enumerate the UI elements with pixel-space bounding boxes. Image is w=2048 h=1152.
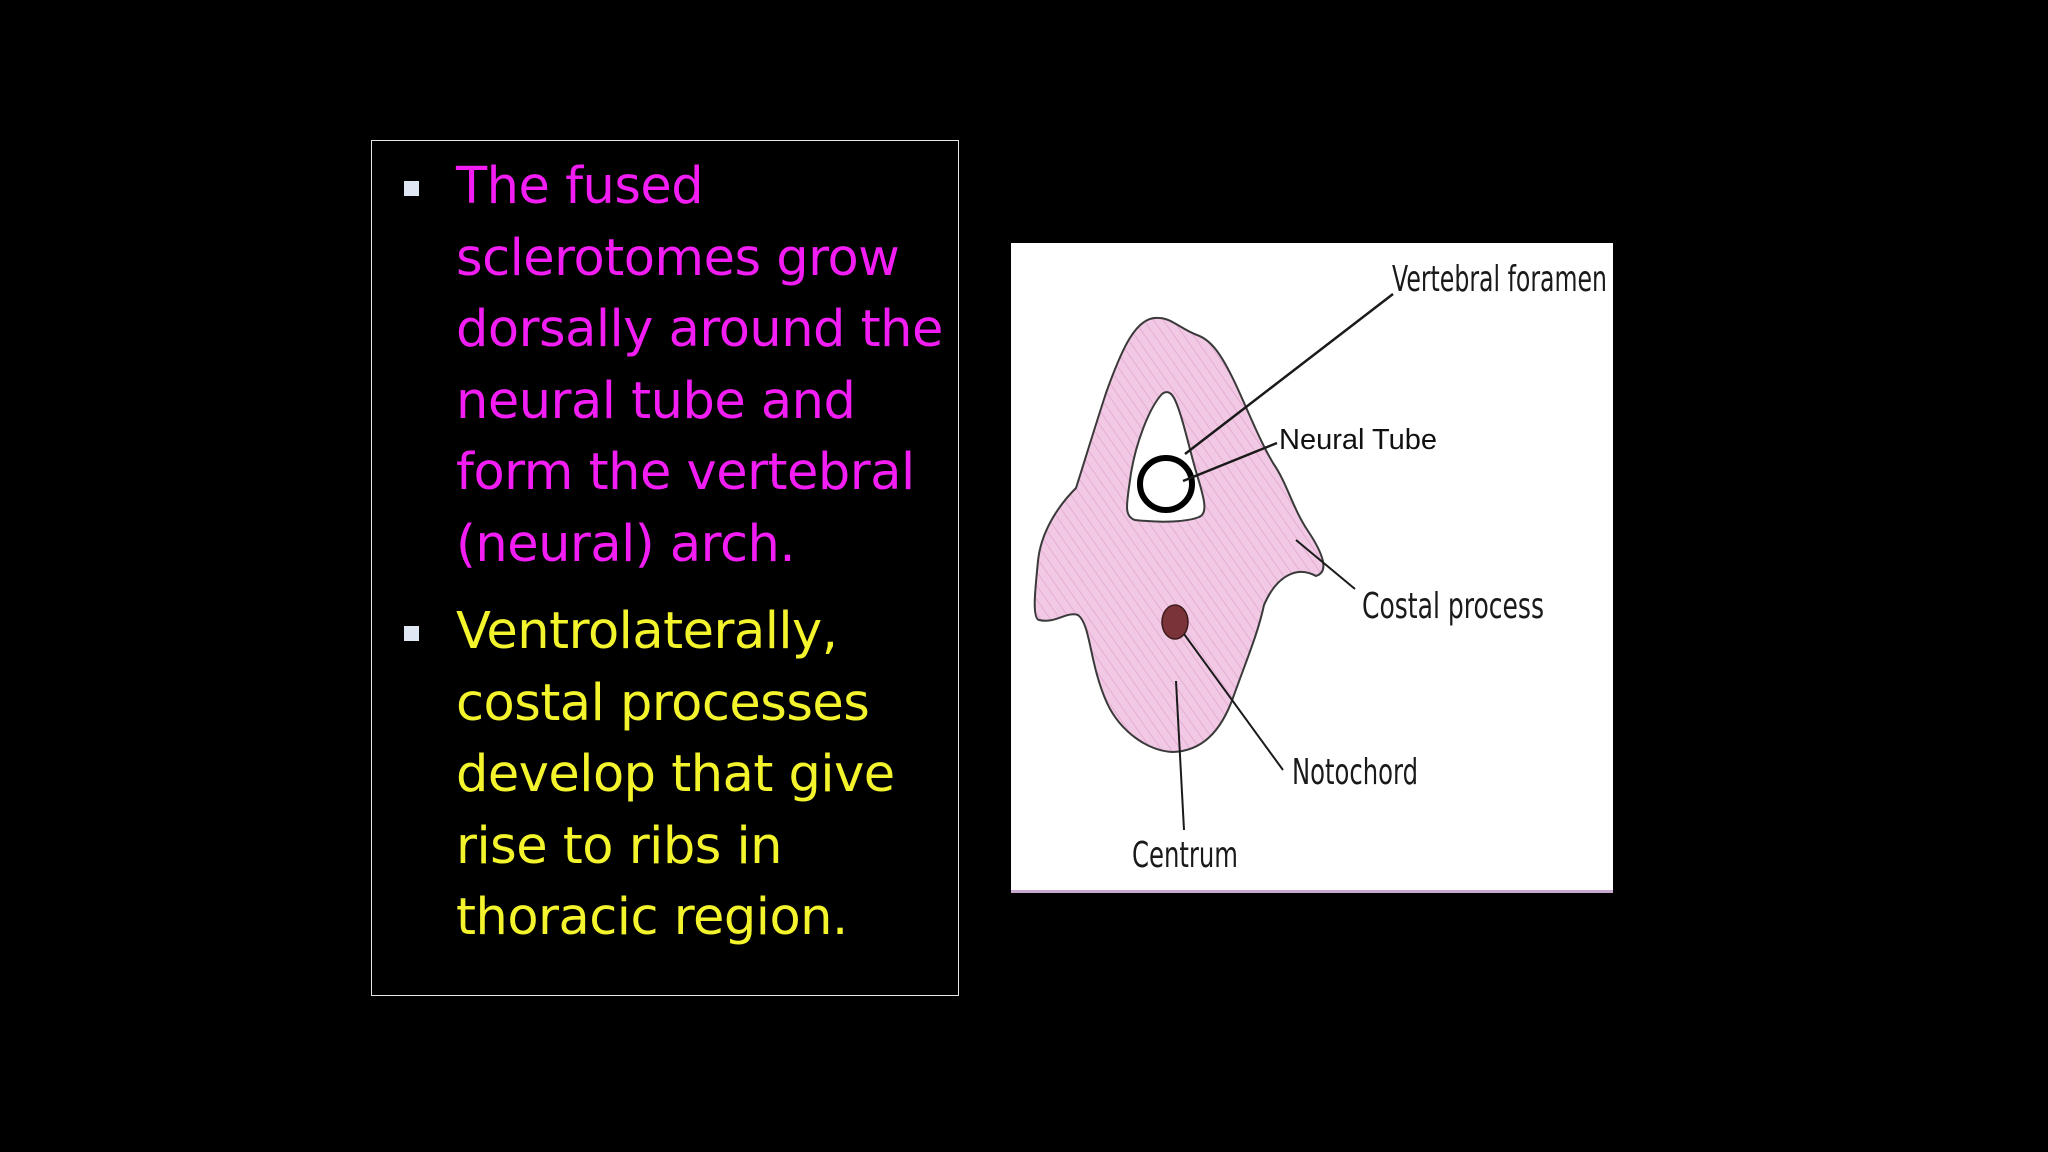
bullet-line: form the vertebral — [456, 443, 915, 502]
vertebra-body-shape — [1033, 316, 1325, 754]
notochord-leader — [1183, 633, 1284, 771]
centrum-leader — [1175, 680, 1185, 831]
bullet-line: rise to ribs in — [456, 816, 783, 876]
bullet-square-icon — [404, 181, 419, 196]
label-vertebral-foramen: Vertebral foramen — [1392, 259, 1607, 300]
bullet-item-sclerotomes: The fused sclerotomes grow dorsally arou… — [372, 151, 958, 580]
bullet-line: neural tube and — [456, 371, 856, 431]
label-neural-tube: Neural Tube — [1279, 424, 1437, 456]
neural-tube-leader — [1182, 441, 1278, 483]
vertebral-foramen-leader — [1184, 293, 1394, 455]
label-notochord: Notochord — [1292, 752, 1418, 793]
bullet-line: develop that give — [456, 745, 895, 804]
bullet-item-costal-processes: Ventrolaterally, costal processes develo… — [372, 596, 958, 954]
label-centrum: Centrum — [1132, 835, 1238, 876]
bullet-list: The fused sclerotomes grow dorsally arou… — [372, 151, 958, 954]
bullet-line: sclerotomes grow — [456, 228, 900, 288]
label-costal-process: Costal process — [1362, 586, 1544, 627]
bullet-line: Ventrolaterally, — [456, 602, 838, 661]
costal-process-leader — [1295, 539, 1356, 590]
neural-tube-circle — [1137, 455, 1195, 513]
bullet-line: (neural) arch. — [456, 514, 796, 574]
text-box: The fused sclerotomes grow dorsally arou… — [371, 140, 959, 996]
bullet-line: costal processes — [456, 673, 870, 733]
vertebra-diagram: Vertebral foramen Neural Tube Costal pro… — [1011, 243, 1613, 893]
notochord-dot — [1161, 604, 1189, 640]
vertebra-diagram-svg: Vertebral foramen Neural Tube Costal pro… — [1033, 259, 1607, 876]
bullet-line: thoracic region. — [456, 888, 848, 947]
bullet-line: The fused — [456, 157, 704, 216]
bullet-square-icon — [404, 626, 419, 641]
bullet-line: dorsally around the — [456, 300, 943, 359]
